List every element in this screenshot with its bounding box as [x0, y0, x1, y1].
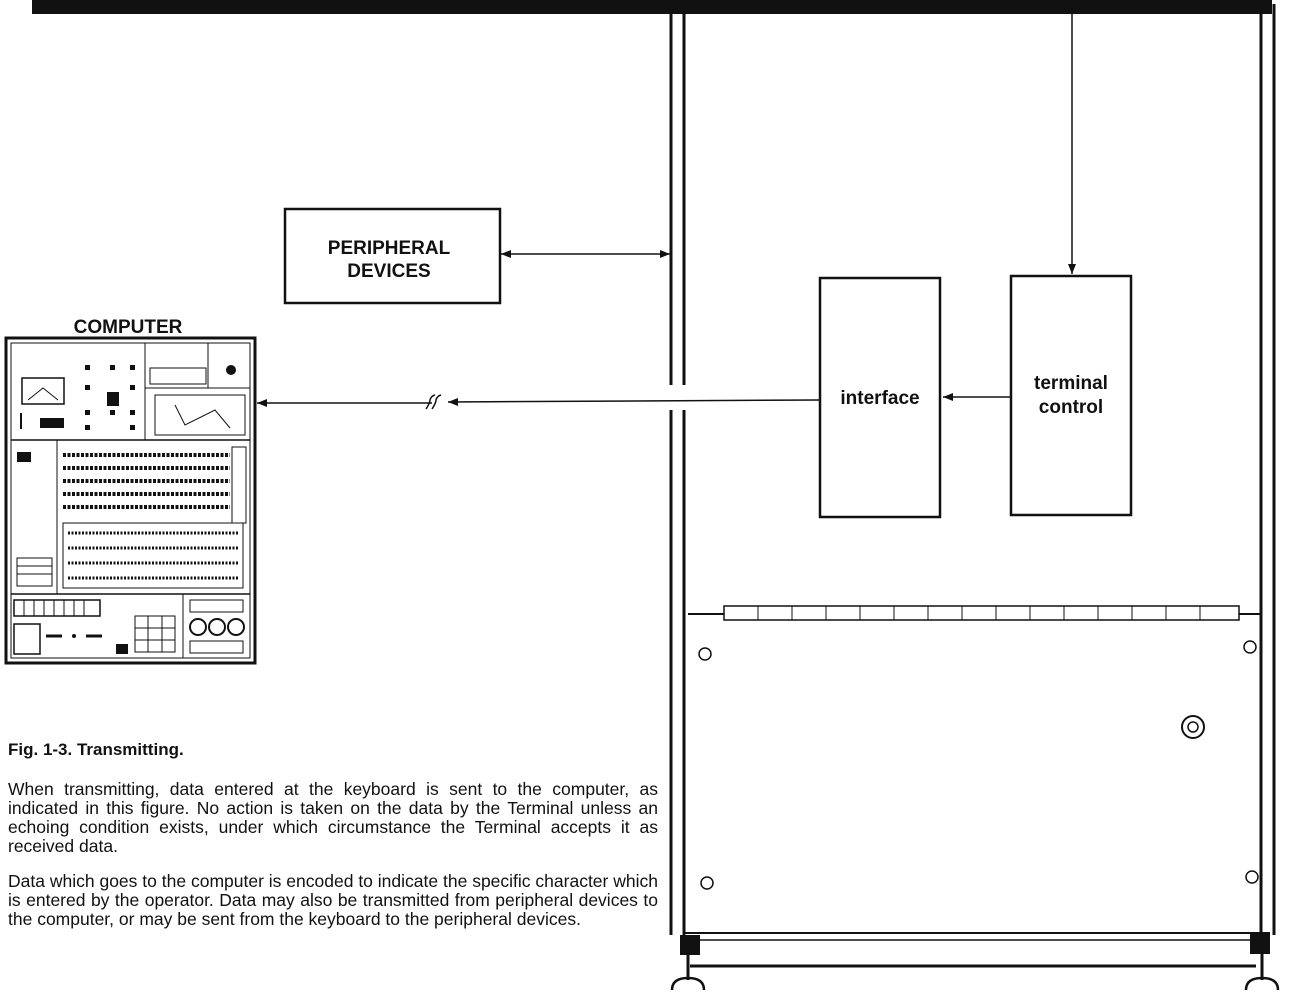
terminal-control-label-line1: terminal	[1034, 373, 1108, 394]
top-band	[32, 0, 1272, 14]
caption-block: Fig. 1-3. Transmitting. When transmittin…	[8, 740, 658, 945]
caption-paragraph-1: When transmitting, data entered at the k…	[8, 779, 658, 856]
terminal-control-label-line2: control	[1039, 397, 1103, 418]
peripheral-label-line1: PERIPHERAL	[328, 238, 451, 259]
terminal-control-box: terminal control	[1009, 274, 1133, 517]
computer-label: COMPUTER	[74, 317, 183, 338]
terminal-cabinet	[669, 4, 1280, 991]
figure-caption: Fig. 1-3. Transmitting.	[8, 740, 184, 759]
interface-box: interface	[818, 276, 942, 519]
computer-panel	[4, 336, 257, 665]
interface-to-computer-arrow	[257, 394, 820, 410]
caption-paragraph-2: Data which goes to the computer is encod…	[8, 871, 658, 929]
peripheral-devices-box: PERIPHERAL DEVICES	[283, 207, 502, 305]
peripheral-label-line2: DEVICES	[347, 261, 430, 282]
interface-label: interface	[840, 388, 919, 409]
